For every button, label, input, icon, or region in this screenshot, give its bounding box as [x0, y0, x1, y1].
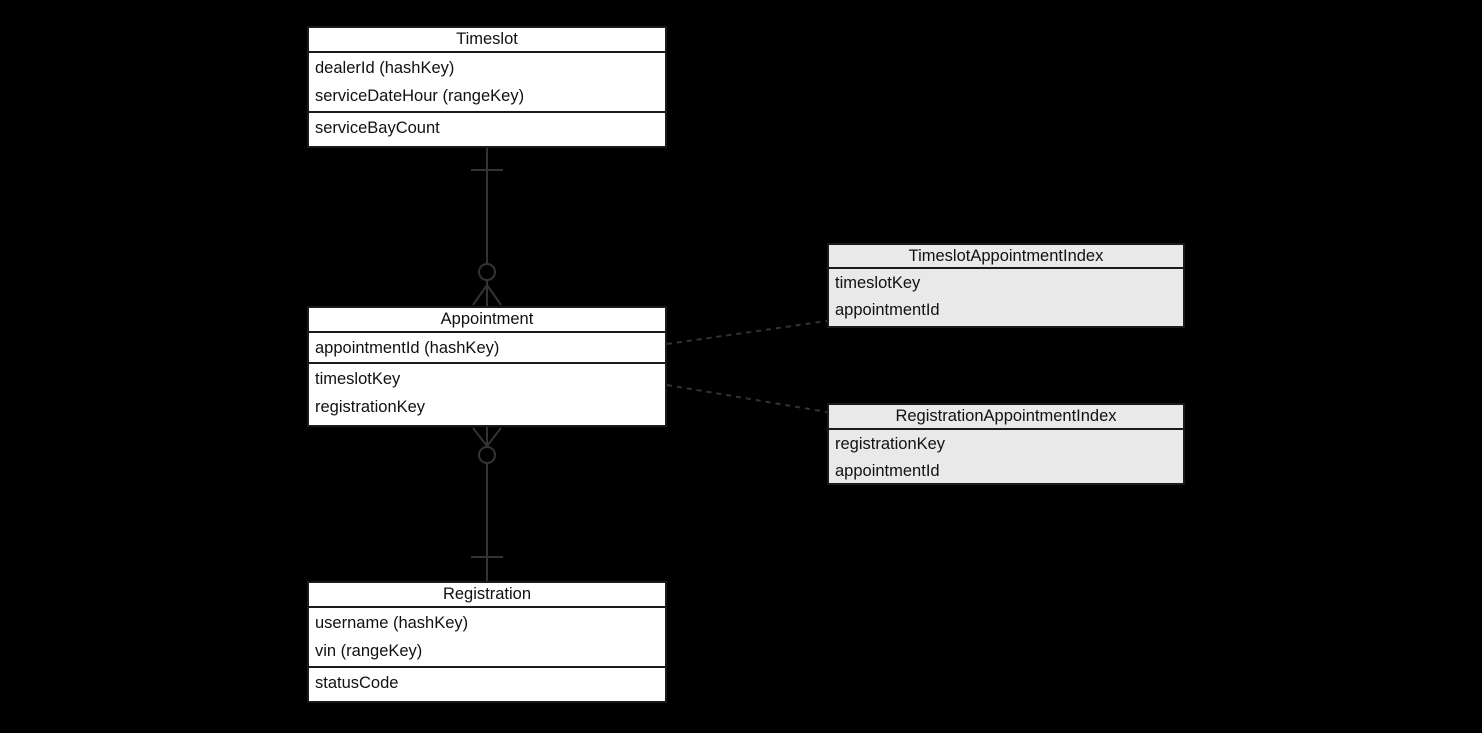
connector-registration-appointment: [471, 427, 503, 581]
key-section: dealerId (hashKey) serviceDateHour (rang…: [309, 53, 665, 113]
cardinality-zero-circle: [478, 446, 496, 464]
index-field-row: timeslotKey: [835, 274, 921, 292]
index-field-row: registrationKey: [835, 435, 946, 453]
attribute-row: timeslotKey: [315, 370, 401, 388]
cardinality-zero-circle: [478, 263, 496, 281]
key-section: username (hashKey) vin (rangeKey): [309, 608, 665, 668]
entity-title: Timeslot: [309, 28, 665, 53]
connector-timeslot-appointment: [471, 148, 503, 306]
key-section: appointmentId (hashKey): [309, 333, 665, 364]
attribute-row: statusCode: [315, 674, 399, 692]
index-field-section: registrationKey appointmentId: [829, 430, 1183, 486]
index-field-section: timeslotKey appointmentId: [829, 269, 1183, 326]
key-row: username (hashKey): [315, 614, 469, 632]
entity-timeslot: Timeslot dealerId (hashKey) serviceDateH…: [307, 26, 667, 148]
key-row: serviceDateHour (rangeKey): [315, 87, 525, 105]
key-row: dealerId (hashKey): [315, 59, 455, 77]
index-field-row: appointmentId: [835, 301, 940, 319]
entity-registration: Registration username (hashKey) vin (ran…: [307, 581, 667, 703]
attribute-row: serviceBayCount: [315, 119, 440, 137]
index-field-row: appointmentId: [835, 462, 940, 480]
attribute-section: statusCode: [309, 668, 665, 701]
attribute-row: registrationKey: [315, 398, 426, 416]
index-title: RegistrationAppointmentIndex: [829, 405, 1183, 430]
connector-appointment-timeslot-index: [666, 320, 828, 345]
attribute-section: serviceBayCount: [309, 113, 665, 146]
entity-title: Appointment: [309, 308, 665, 333]
index-registration-appointment: RegistrationAppointmentIndex registratio…: [827, 403, 1185, 485]
key-row: vin (rangeKey): [315, 642, 423, 660]
attribute-section: timeslotKey registrationKey: [309, 364, 665, 425]
connector-appointment-registration-index: [666, 384, 828, 413]
index-title: TimeslotAppointmentIndex: [829, 245, 1183, 269]
key-row: appointmentId (hashKey): [315, 339, 500, 357]
entity-title: Registration: [309, 583, 665, 608]
entity-appointment: Appointment appointmentId (hashKey) time…: [307, 306, 667, 427]
index-timeslot-appointment: TimeslotAppointmentIndex timeslotKey app…: [827, 243, 1185, 328]
